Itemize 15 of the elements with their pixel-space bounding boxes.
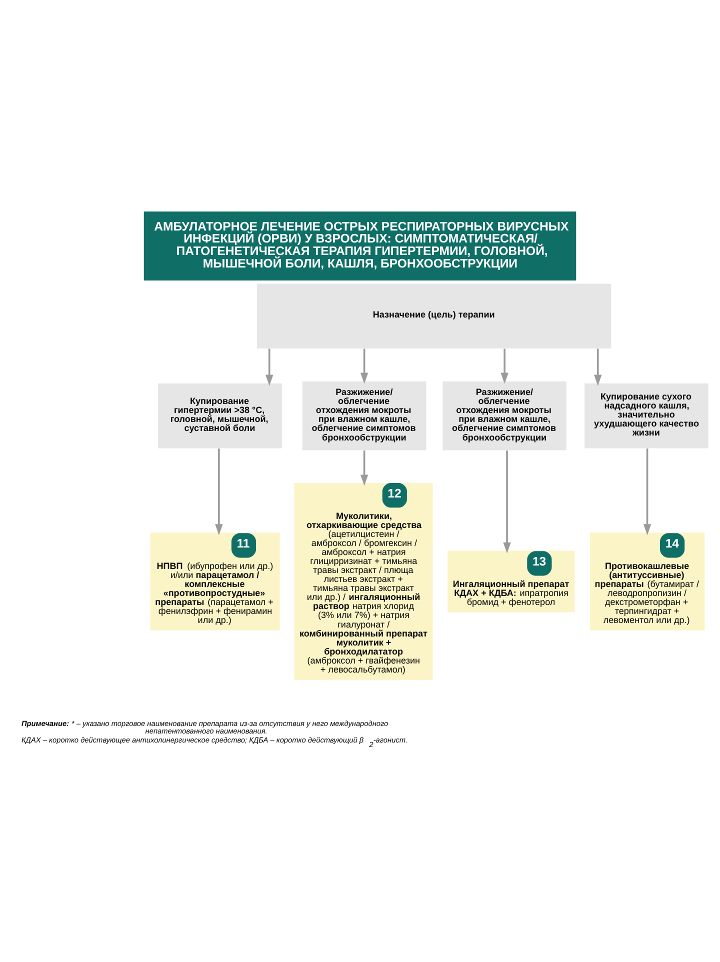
arrow	[360, 348, 368, 384]
node-box: Разжижение/ облегчение отхождения мокроты при влажном кашле, облегчение симптомов бронхообструкции	[442, 381, 566, 450]
arrow	[594, 348, 602, 386]
arrow	[503, 450, 511, 554]
arrow	[500, 348, 508, 384]
diagram-title: АМБУЛАТОРНОЕ ЛЕЧЕНИЕ ОСТРЫХ РЕСПИРАТОРНЫХ ВИРУСНЫХ ИНФЕКЦИЙ (ОРВИ) У ВЗРОСЛЫХ: СИМПТОМАТИЧЕСКАЯ/ ПАТОГЕНЕТИЧЕСКАЯ ТЕРАПИЯ ГИПЕРТЕРМИИ, ГОЛОВНОЙ, МЫШЕЧНОЙ БОЛИ, КАШЛЯ, БРОНХООБСТРУКЦИИ	[154, 219, 569, 270]
node-box: Купирование сухого надсадного кашля, значительно ухудшающего качество жизни	[584, 383, 708, 448]
node-box: Купирование гипертермии >38 °C, головной, мышечной, суставной боли	[158, 383, 282, 448]
node-box: Назначение (цель) терапии	[256, 284, 612, 349]
node-box: Разжижение/ облегчение отхождения мокроты при влажном кашле, облегчение симптомов бронхообструкции	[302, 381, 426, 450]
arrow	[360, 450, 368, 486]
arrow	[215, 448, 223, 536]
label: Примечание:* – указано торговое наименование препарата из-за отсутствия у него международного непатентованного наименования.	[21, 718, 388, 736]
arrow	[266, 348, 274, 386]
arrow	[643, 448, 652, 536]
